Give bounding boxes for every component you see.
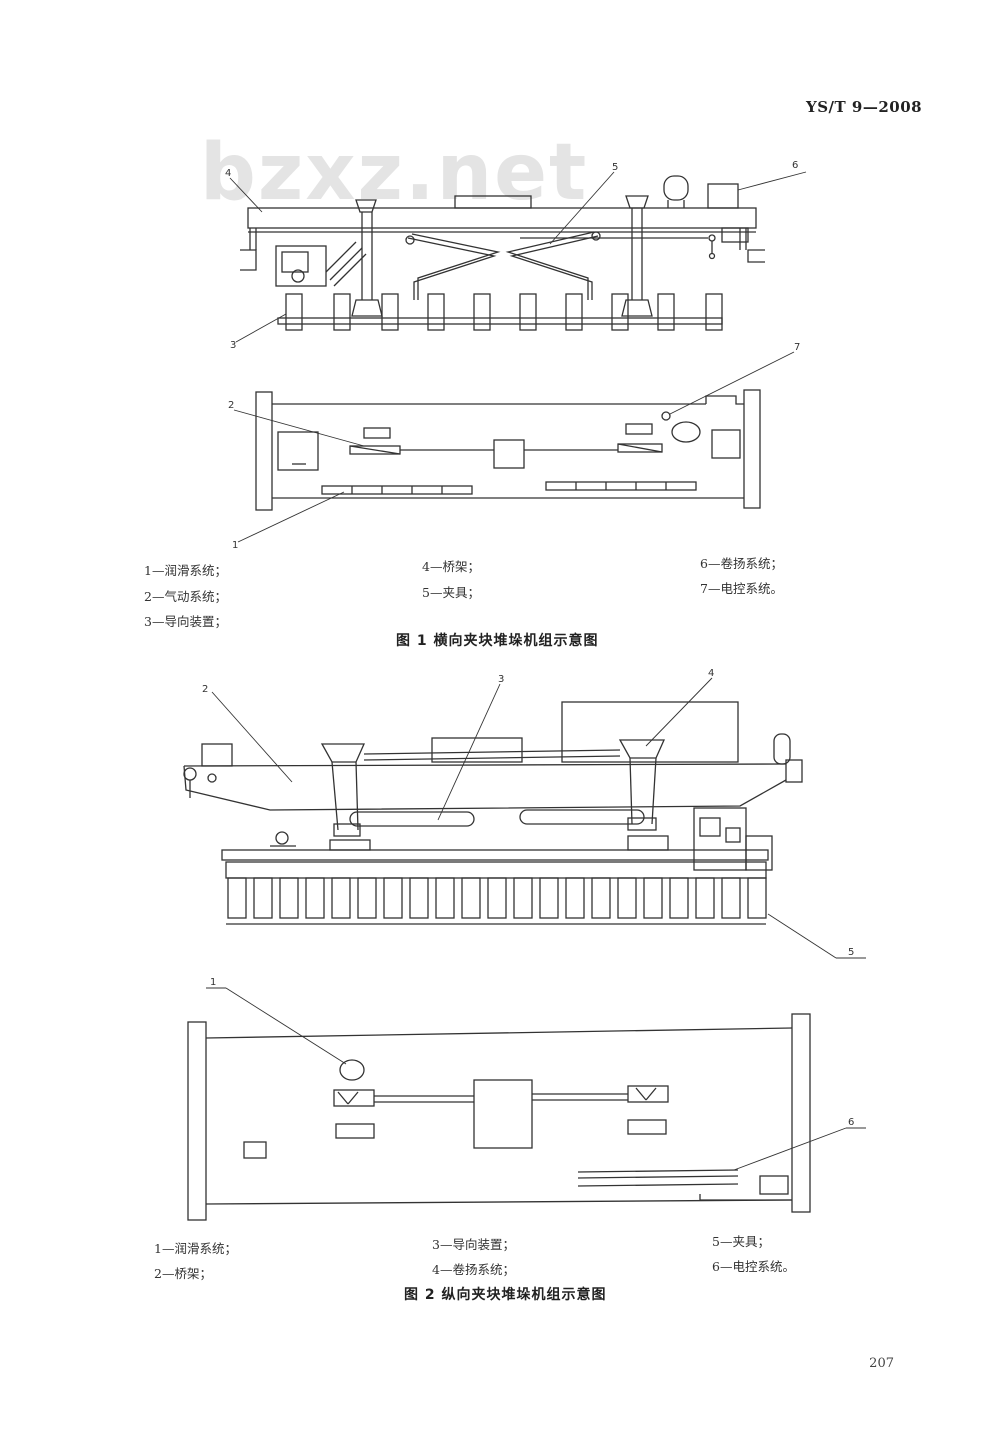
fig2-legend-item: 5—夹具；	[712, 1234, 770, 1249]
fig2-legend-item: 1—润滑系统；	[154, 1241, 237, 1256]
fig1-callout-6: 6	[792, 160, 798, 171]
fig2-legend-item: 6—电控系统。	[712, 1259, 795, 1274]
fig1-legend-item: 6—卷扬系统；	[700, 556, 783, 571]
fig2-callout-1: 1	[210, 977, 216, 988]
figure2-caption: 图 2 纵向夹块堆垛机组示意图	[404, 1287, 607, 1303]
fig2-callout-6: 6	[848, 1117, 854, 1128]
fig1-callout-2: 2	[228, 400, 234, 411]
fig2-callout-2: 2	[202, 684, 208, 695]
fig1-callout-5: 5	[612, 162, 618, 173]
fig2-legend-item: 3—导向装置；	[432, 1237, 515, 1252]
fig1-callout-1: 1	[232, 540, 238, 551]
fig1-callout-4: 4	[225, 168, 231, 179]
fig2-callout-4: 4	[708, 668, 714, 679]
figure1-caption: 图 1 横向夹块堆垛机组示意图	[396, 633, 599, 649]
standard-code: YS/T 9—2008	[806, 98, 923, 116]
fig1-legend-item: 2—气动系统；	[144, 589, 227, 604]
fig2-callout-3: 3	[498, 674, 504, 685]
page-number: 207	[869, 1356, 894, 1371]
watermark: bzxz.net	[200, 128, 589, 218]
fig1-legend-item: 3—导向装置；	[144, 614, 227, 629]
fig1-legend-item: 5—夹具；	[422, 585, 480, 600]
fig1-bridge-beam	[247, 207, 757, 229]
fig1-legend-item: 4—桥架；	[422, 559, 480, 574]
figure2-drawing: 2 3 4 5 1 6	[183, 668, 866, 1221]
fig1-legend-item: 1—润滑系统；	[144, 563, 227, 578]
fig1-callout-3: 3	[230, 340, 236, 351]
fig1-callout-7: 7	[794, 342, 800, 353]
figure1-drawing: 4 5 6 3 2 7 1	[225, 160, 807, 551]
fig2-callout-5: 5	[848, 947, 854, 958]
fig2-clamp-pads	[227, 877, 767, 919]
fig1-legend-item: 7—电控系统。	[700, 581, 783, 596]
fig2-legend-item: 2—桥架；	[154, 1266, 212, 1281]
fig2-legend-item: 4—卷扬系统；	[432, 1262, 515, 1277]
